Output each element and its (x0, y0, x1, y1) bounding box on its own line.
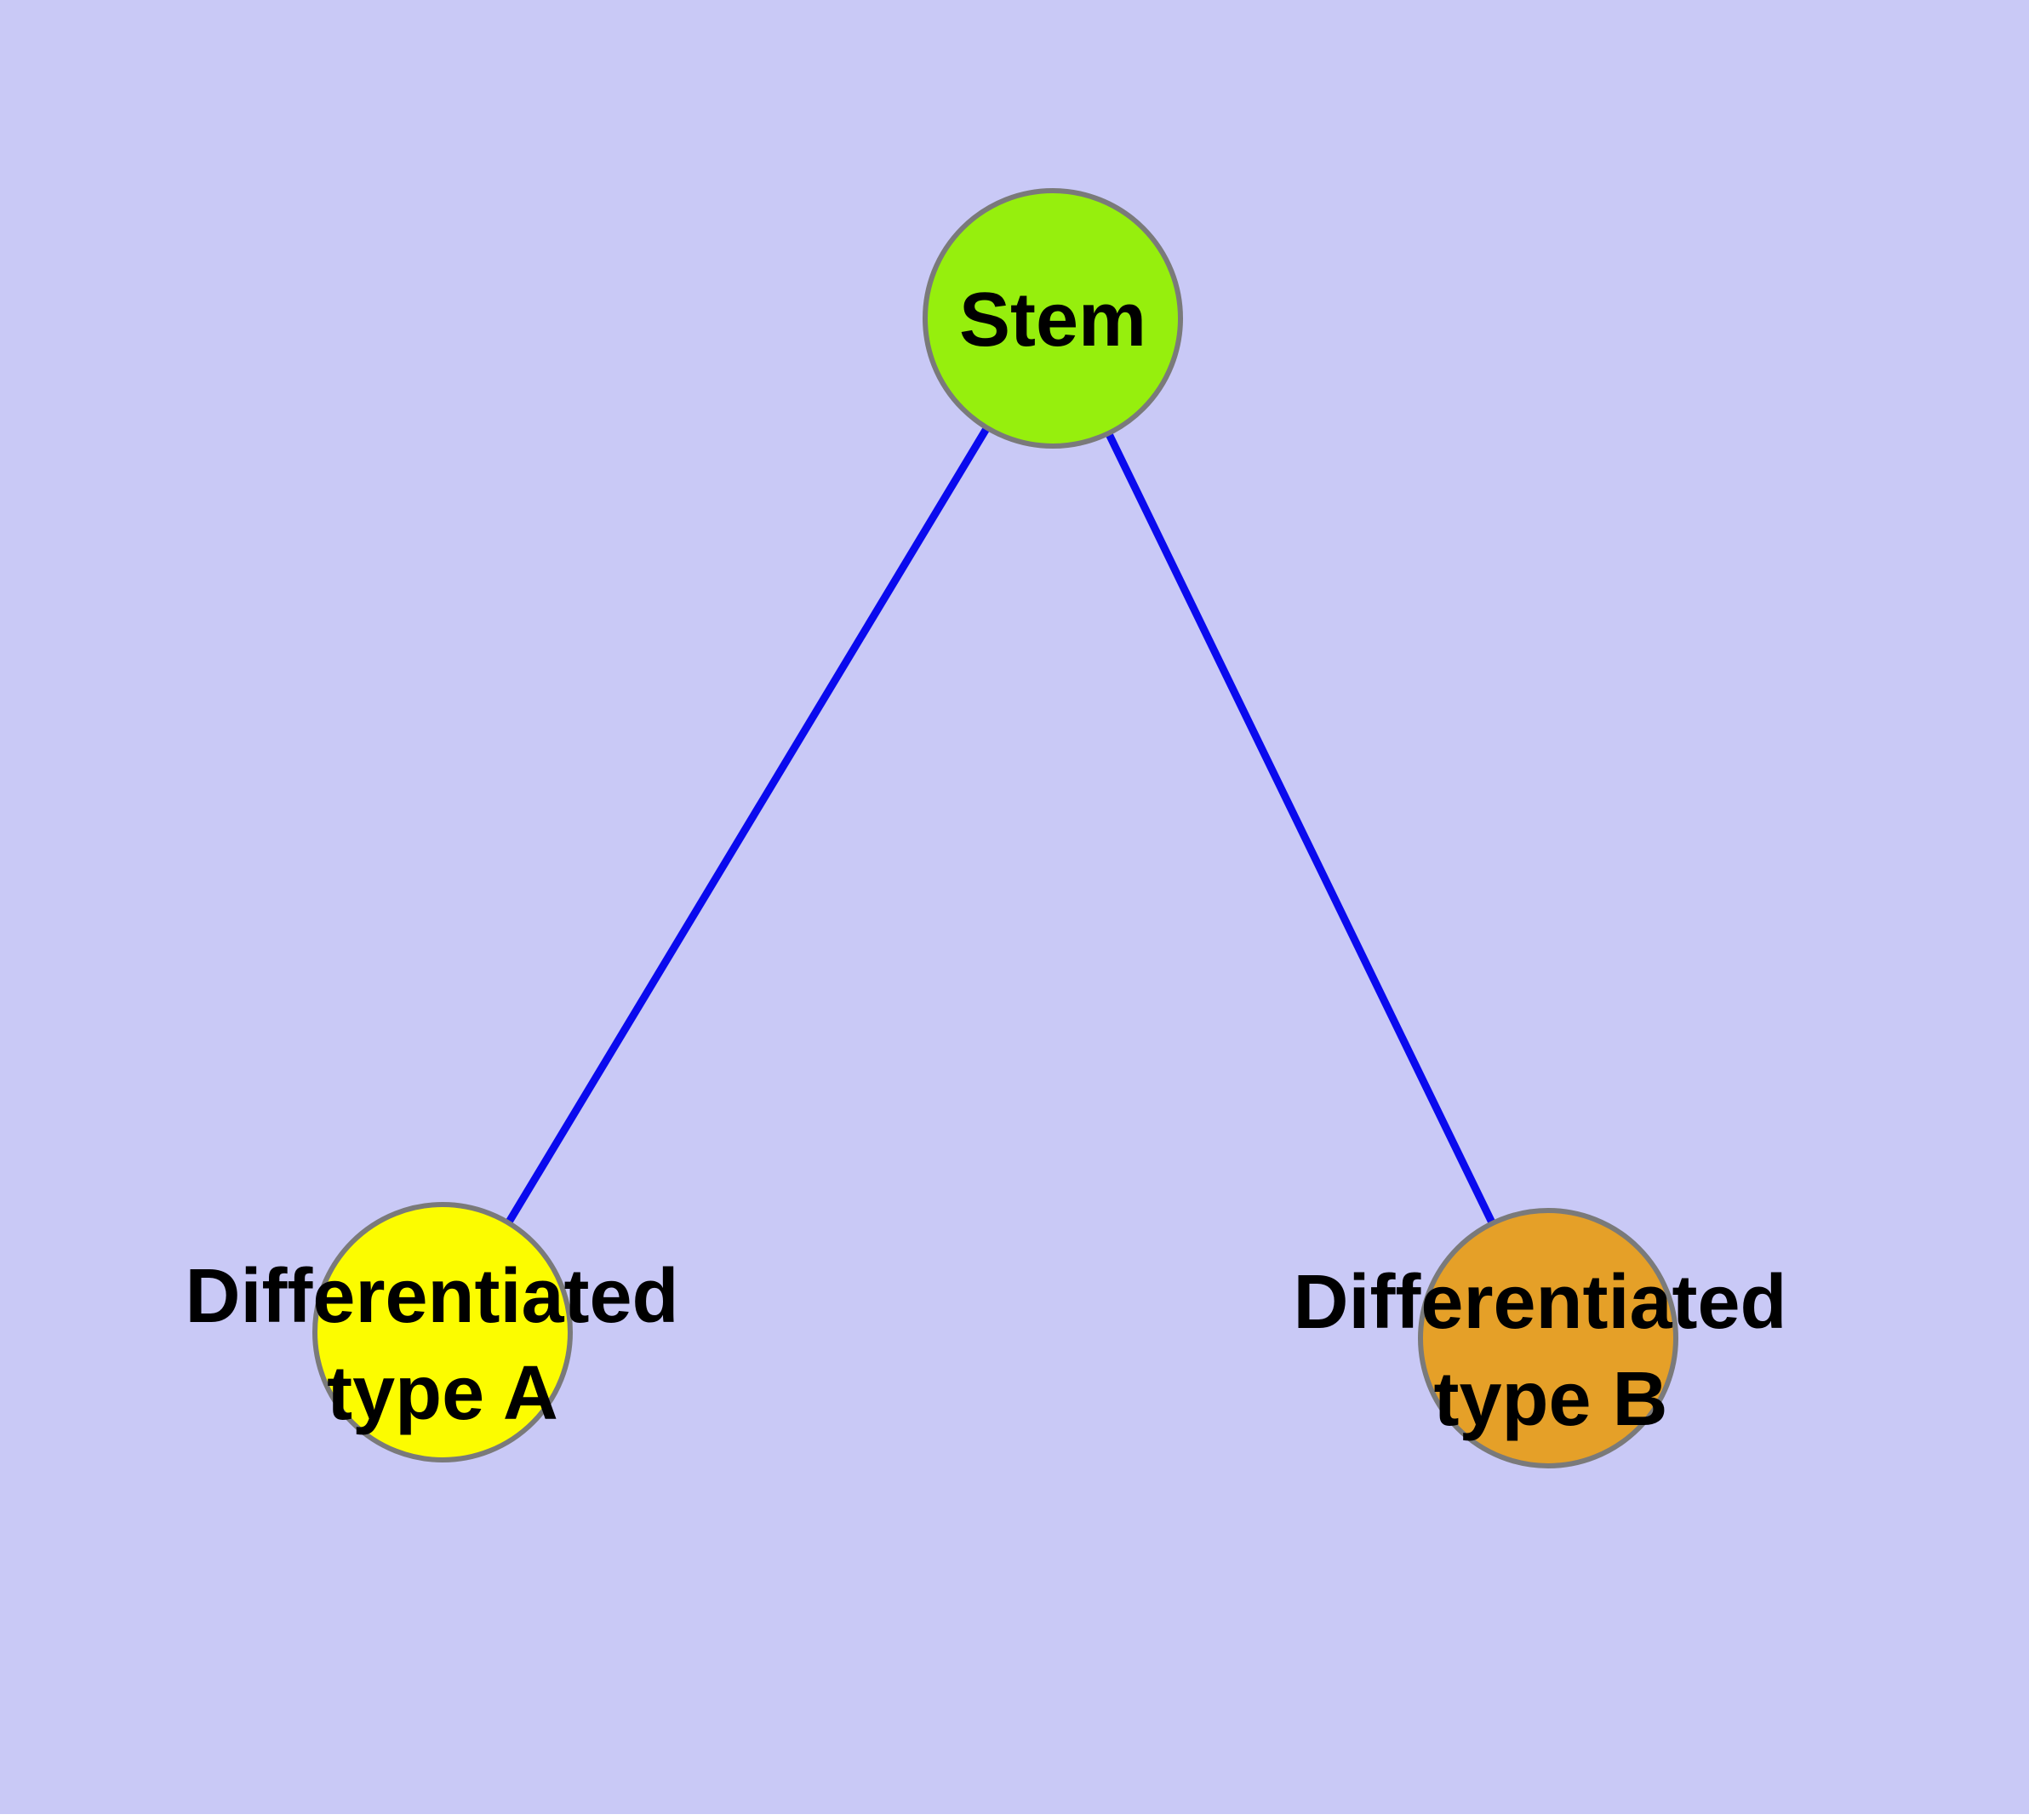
node-differentiated-type-b[interactable] (1418, 1208, 1678, 1468)
node-differentiated-type-a-label: Differentiated type A (185, 1254, 700, 1436)
node-differentiated-type-b-label-line1: Differentiated (1293, 1260, 1786, 1345)
node-differentiated-type-b-label: Differentiated type B (1293, 1260, 1808, 1442)
edge-stem-to-type-a (439, 316, 1056, 1335)
node-differentiated-type-a-label-line1: Differentiated (185, 1254, 678, 1339)
node-stem[interactable] (923, 188, 1183, 449)
node-differentiated-type-a[interactable] (312, 1202, 573, 1462)
node-stem-label: Stem (959, 278, 1146, 363)
node-differentiated-type-a-label-line2: type A (327, 1351, 558, 1436)
node-differentiated-type-b-label-line2: type B (1433, 1357, 1667, 1442)
edge-stem-to-type-b (1049, 317, 1552, 1340)
